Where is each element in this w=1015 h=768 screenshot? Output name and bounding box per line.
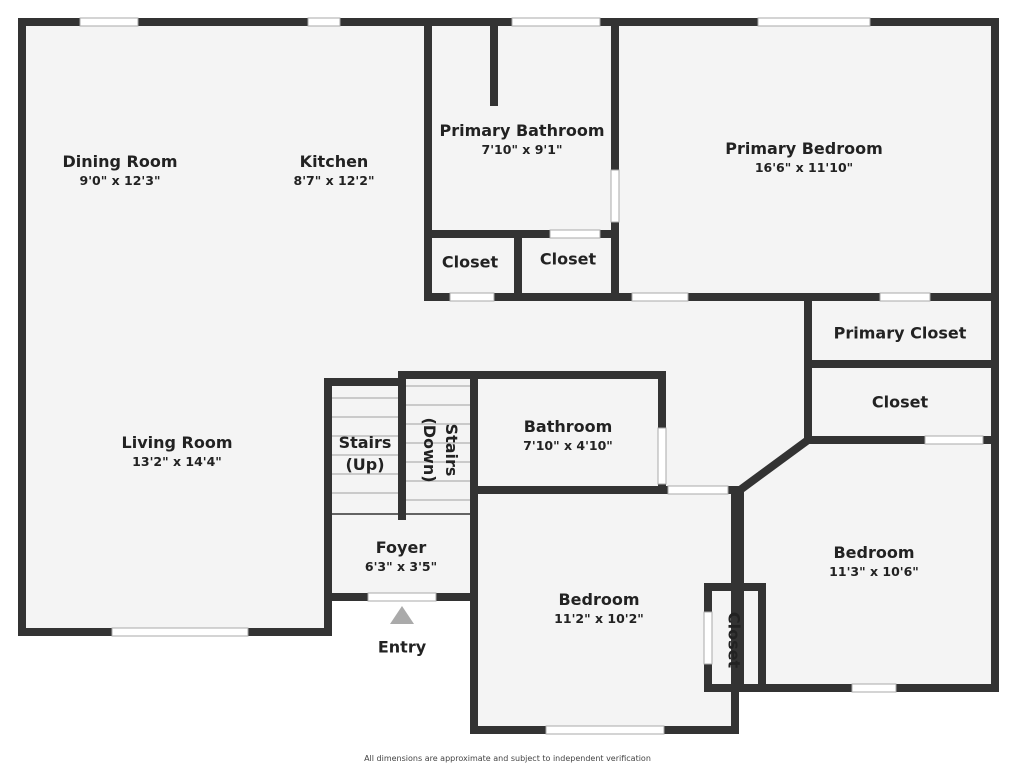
room-closet: Closet [442,253,498,272]
room-closet: Closet [725,612,744,668]
room-name: Closet [724,611,744,669]
room-dim: 16'6" x 11'10" [754,160,854,175]
room-bedroom: Bedroom 11'3" x 10'6" [829,543,919,579]
room-name: Closet [871,392,929,412]
room-dining: Dining Room 9'0" x 12'3" [62,152,177,188]
room-name: Bedroom [558,590,640,609]
room-name: Bedroom [833,543,915,562]
stair-treads [328,385,474,515]
room-name: Dining Room [62,152,178,171]
room-name: Stairs (Down) [420,417,461,483]
room-name: Primary Bedroom [725,139,883,158]
room-primary-bathroom: Primary Bathroom 7'10" x 9'1" [439,121,604,157]
room-name: Living Room [121,433,233,452]
room-dim: 7'10" x 4'10" [523,438,613,453]
room-name: Closet [539,249,597,269]
room-primary-closet: Primary Closet [834,324,967,343]
room-bathroom: Bathroom 7'10" x 4'10" [523,417,613,453]
room-stairs-down: Stairs (Down) [418,415,462,485]
room-living: Living Room 13'2" x 14'4" [122,433,233,469]
room-name: Foyer [375,538,427,557]
entry-label: Entry [378,638,426,657]
windows-doors [79,17,984,735]
room-dim: 8'7" x 12'2" [293,173,375,188]
room-name: Closet [441,252,499,272]
disclaimer: All dimensions are approximate and subje… [364,754,651,763]
room-name: Stairs (Up) [338,433,392,474]
room-stairs-up: Stairs (Up) [335,432,395,476]
room-bedroom: Bedroom 11'2" x 10'2" [554,590,644,626]
room-closet: Closet [872,393,928,412]
room-closet: Closet [540,250,596,269]
room-name: Primary Bathroom [439,121,605,140]
room-dim: 7'10" x 9'1" [481,142,563,157]
room-dim: 9'0" x 12'3" [79,173,161,188]
entry-arrow-icon [390,606,414,624]
room-name: Primary Closet [833,323,967,343]
room-kitchen: Kitchen 8'7" x 12'2" [294,152,375,188]
room-foyer: Foyer 6'3" x 3'5" [365,538,437,574]
room-name: Entry [377,637,427,657]
room-name: Kitchen [299,152,369,171]
room-dim: 11'2" x 10'2" [554,611,644,626]
room-name: Bathroom [523,417,613,436]
room-dim: 6'3" x 3'5" [364,559,438,574]
room-dim: 11'3" x 10'6" [829,564,919,579]
room-dim: 13'2" x 14'4" [132,454,222,469]
room-primary-bedroom: Primary Bedroom 16'6" x 11'10" [725,139,883,175]
